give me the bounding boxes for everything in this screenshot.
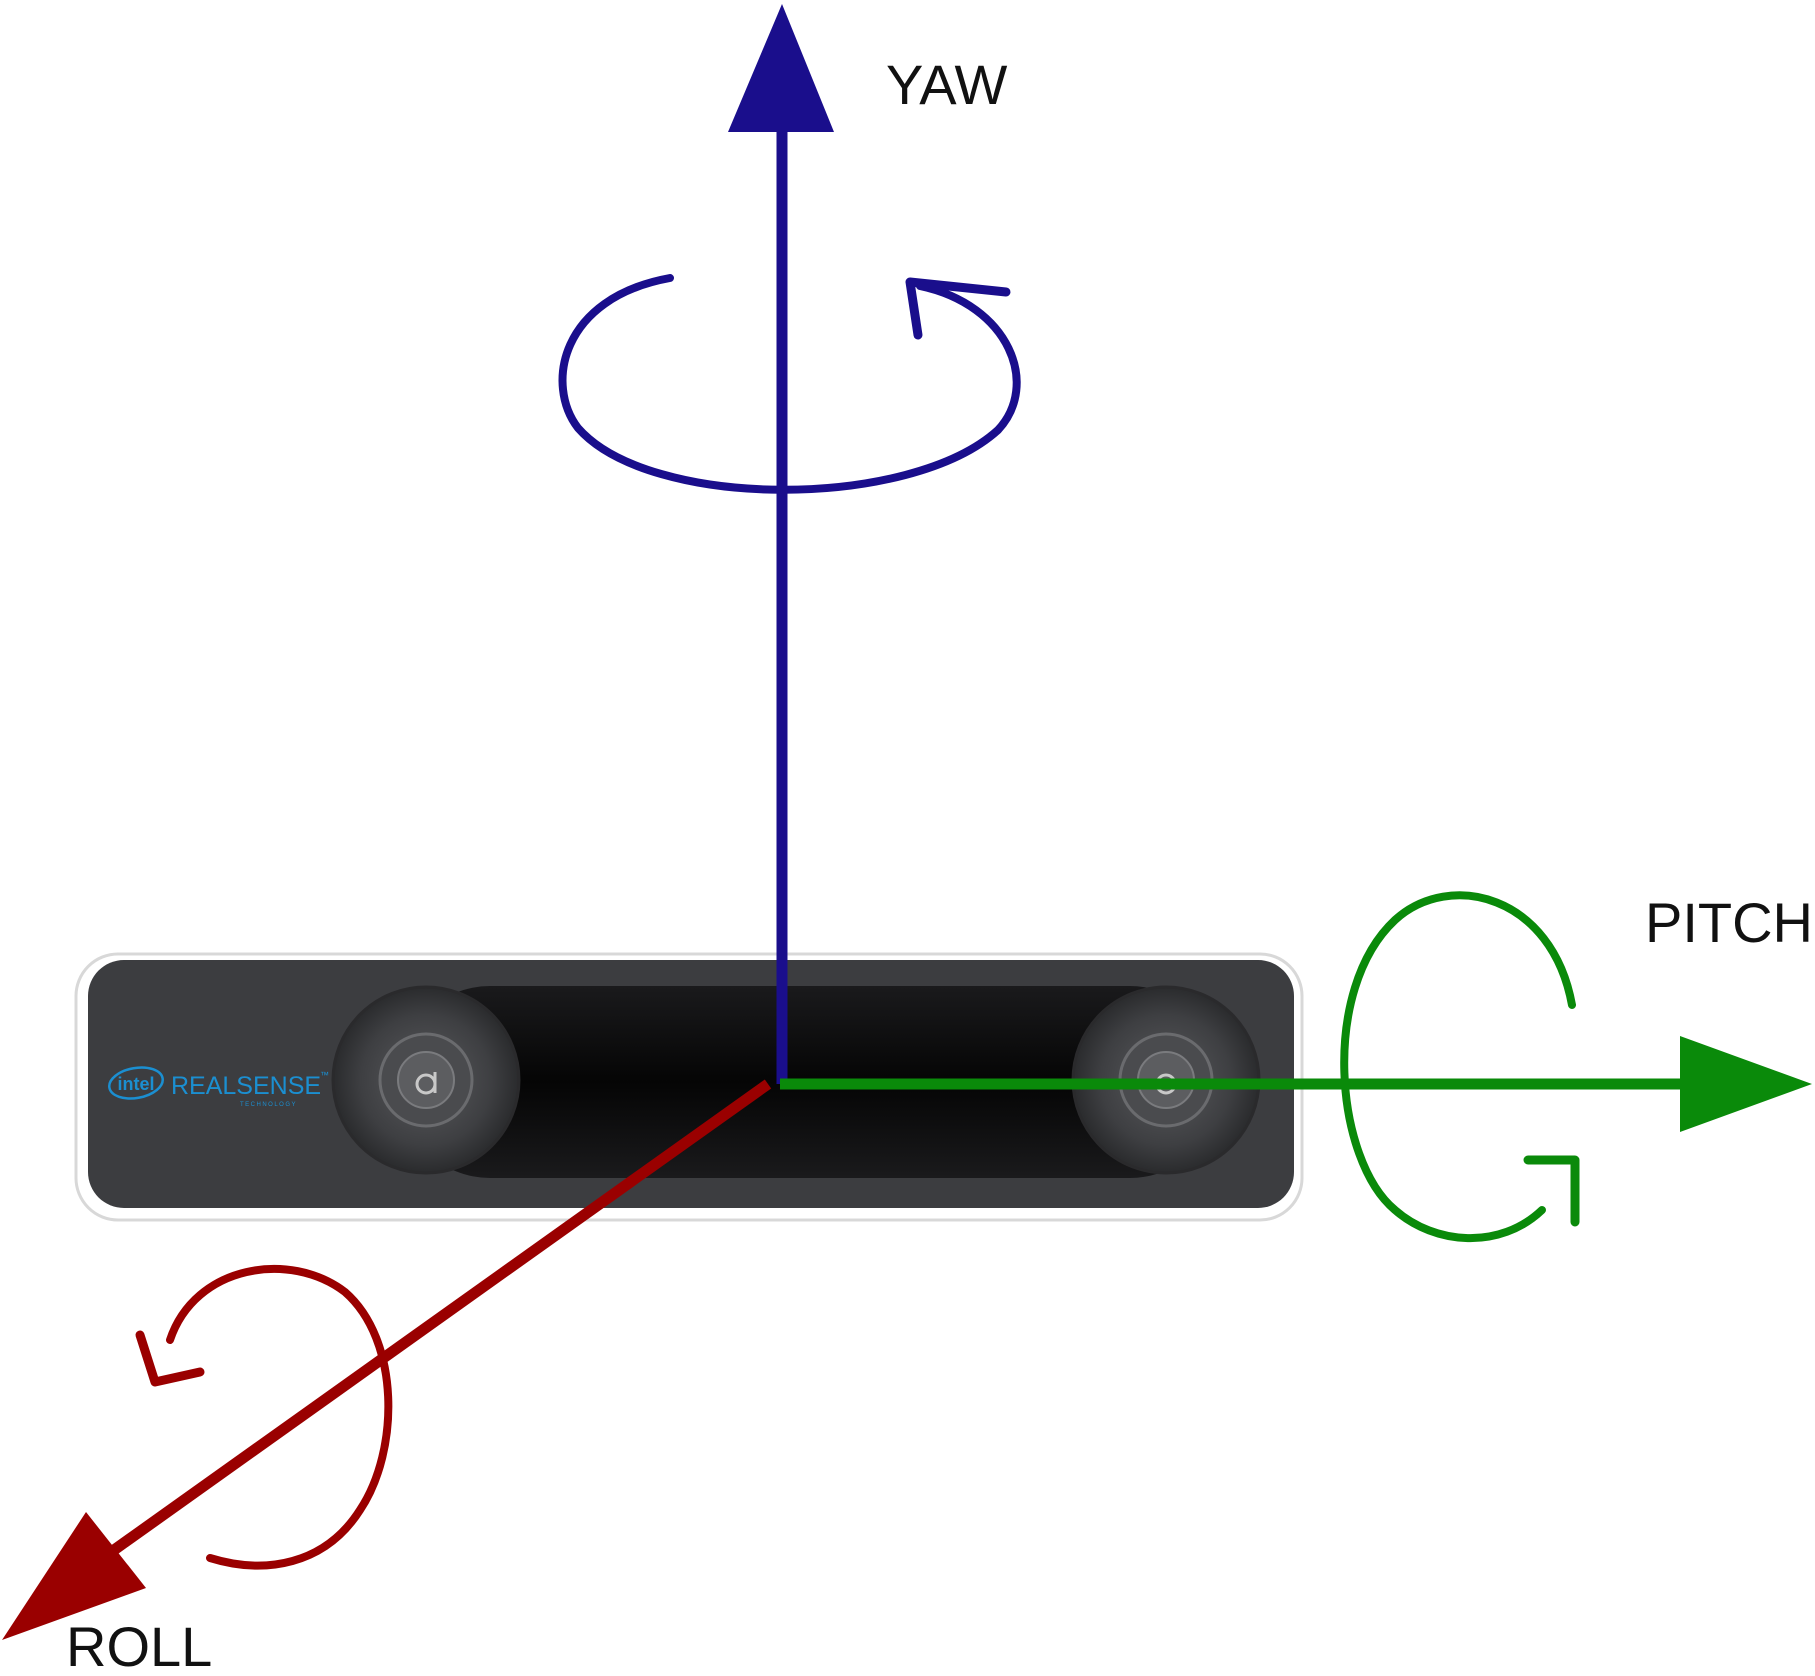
pitch-arrowhead — [1680, 1036, 1812, 1132]
roll-arrowhead — [2, 1512, 146, 1640]
yaw-arrowhead — [728, 4, 834, 132]
roll-rotation-arrow — [166, 1264, 393, 1570]
pitch-axis: PITCH — [780, 891, 1813, 1243]
intel-brand-text: intel — [117, 1074, 154, 1094]
roll-axis: ROLL — [2, 1079, 772, 1676]
yaw-axis: YAW — [558, 4, 1021, 1084]
roll-axis-line — [96, 1079, 772, 1565]
pitch-rotation-arrowhead — [1523, 1155, 1580, 1227]
camera-device: intel REALSENSE ™ TECHNOLOGY — [74, 952, 1304, 1222]
yaw-rotation-arrowhead — [905, 277, 1011, 340]
trademark-text: ™ — [320, 1070, 329, 1080]
roll-rotation-arrowhead — [135, 1330, 205, 1387]
intel-logo-swirl — [108, 1066, 164, 1100]
left-lens — [331, 985, 521, 1175]
roll-label: ROLL — [66, 1615, 212, 1676]
pitch-rotation-arrow — [1340, 891, 1576, 1243]
technology-tagline-text: TECHNOLOGY — [240, 1102, 297, 1108]
yaw-rotation-arrow — [558, 274, 1021, 494]
intel-realsense-logo: intel REALSENSE ™ TECHNOLOGY — [108, 1066, 329, 1108]
pitch-label: PITCH — [1645, 891, 1813, 954]
yaw-label: YAW — [886, 53, 1007, 116]
realsense-product-text: REALSENSE — [171, 1072, 321, 1100]
